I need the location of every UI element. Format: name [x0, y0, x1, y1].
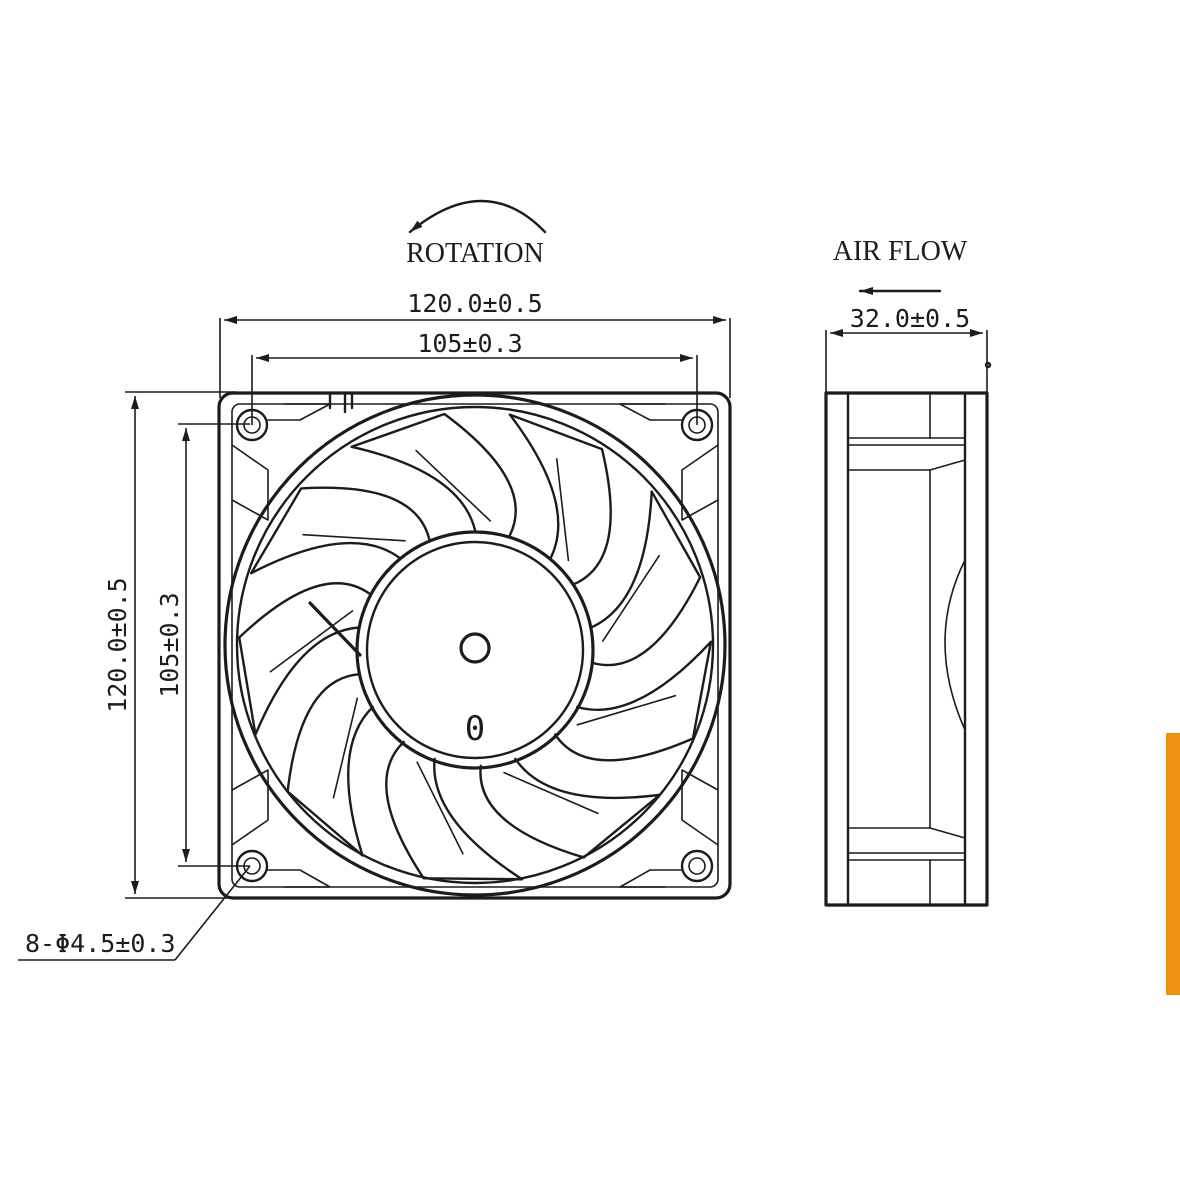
rotation-indicator: ROTATION: [406, 199, 547, 269]
mounting-hole-icon: [680, 408, 714, 442]
fan-blade-rib: [602, 554, 660, 642]
side-frame-outline: [824, 391, 989, 907]
fan-blade-rib: [416, 761, 464, 855]
lead-wire: [308, 601, 362, 657]
impeller-profile: [944, 559, 966, 731]
fan-frame-outline: [217, 391, 732, 900]
venturi-outer-ring: [223, 393, 727, 897]
fan-blade: [249, 486, 431, 575]
width-dimension: 120.0±0.5: [219, 289, 731, 398]
fan-blade-rib: [332, 697, 359, 799]
rotation-arrow-icon: [408, 199, 547, 234]
depth-value: 32.0±0.5: [850, 304, 970, 333]
hub: [365, 540, 585, 760]
fan-blade-rib: [302, 533, 406, 542]
hole-spacing-height-value: 105±0.3: [155, 592, 184, 697]
fan-blade-rib: [503, 771, 599, 815]
fan-side-view: [824, 361, 992, 907]
air-flow-label: AIR FLOW: [833, 236, 968, 267]
rotation-label: ROTATION: [406, 238, 544, 269]
fan-blade: [508, 413, 612, 586]
fan-blade-rib: [555, 458, 570, 562]
fan-blade: [385, 740, 524, 881]
height-dimension: 120.0±0.5: [103, 391, 236, 899]
hole-spacing-width-dimension: 105±0.3: [251, 329, 698, 425]
outer-width-value: 120.0±0.5: [407, 289, 542, 318]
hole-spacing-height-dimension: 105±0.3: [155, 423, 250, 867]
hole-spacing-width-value: 105±0.3: [417, 329, 522, 358]
air-flow-indicator: AIR FLOW: [833, 236, 968, 295]
fan-blade: [286, 672, 375, 857]
fan-blade-rib: [576, 694, 677, 726]
mounting-hole-icon: [680, 849, 714, 883]
fan-blade: [350, 412, 517, 537]
fan-blade: [479, 757, 661, 859]
fan-blade: [238, 582, 372, 736]
hub-marking: 0: [465, 709, 485, 749]
fan-blade: [590, 490, 702, 667]
mounting-hole-icon: [235, 849, 269, 883]
depth-dimension: 32.0±0.5: [825, 304, 988, 395]
mounting-hole-icon: [235, 408, 269, 442]
hub-center-icon: [459, 632, 491, 664]
hole-callout: 8-Φ4.5±0.3: [18, 865, 251, 961]
fan-blade: [553, 640, 713, 762]
fan-front-view: 0: [217, 391, 732, 900]
outer-height-value: 120.0±0.5: [103, 577, 132, 712]
accent-bar: [1166, 733, 1180, 995]
fan-blade-rib: [269, 610, 354, 673]
holes-value: 8-Φ4.5±0.3: [25, 929, 176, 958]
impeller-blades: [238, 412, 713, 881]
fan-blade-rib: [415, 449, 492, 522]
